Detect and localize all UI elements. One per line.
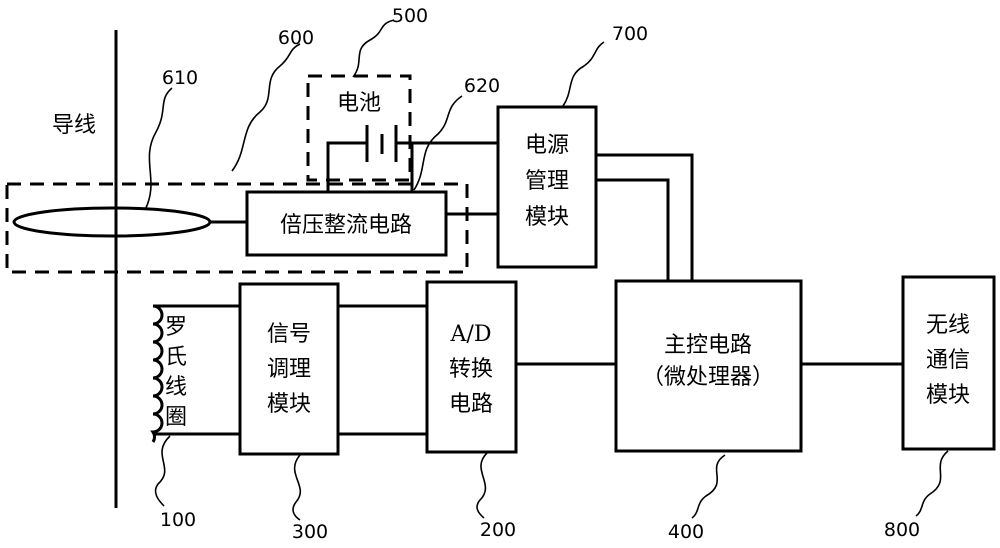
rogowski-label-1: 罗 [165,315,187,340]
signal-cond-label-2: 调理 [267,357,311,382]
leader-100 [154,435,171,507]
signal-cond-block [238,282,340,456]
power-mgmt-label-1: 电源 [525,133,569,158]
leader-620 [413,95,463,191]
rogowski-label-3: 线 [165,375,187,400]
rogowski-label-2: 氏 [165,345,187,370]
power-mgmt-label-3: 模块 [525,205,569,230]
power-mgmt-label-2: 管理 [525,169,569,194]
ref-300: 300 [292,521,328,543]
ref-610: 610 [162,67,198,89]
power-to-main-wire-1 [596,153,694,281]
ref-620: 620 [464,75,500,97]
signal-cond-label-3: 模块 [267,392,311,417]
signal-cond-label-1: 信号 [267,322,311,347]
main-ctrl-block [614,279,803,453]
ref-200: 200 [480,519,516,541]
wireless-label-2: 通信 [926,348,970,373]
main-ctrl-label-1: 主控电路 [664,333,752,358]
adc-label-3: 电路 [449,392,493,417]
ref-800: 800 [884,519,920,541]
rectifier-label: 倍压整流电路 [280,213,412,238]
leader-300 [292,454,302,521]
adc-block [425,280,518,454]
wireless-label-1: 无线 [926,313,970,338]
rectifier-block [245,190,448,257]
adc-label-1: A/D [450,322,492,347]
ct-coil [12,206,212,238]
leader-500 [352,19,395,78]
ref-100: 100 [160,509,196,531]
leader-800 [915,450,949,517]
leader-400 [691,454,726,519]
battery-dashed-box [306,74,412,182]
leader-600 [231,43,301,172]
rogowski-label-4: 圈 [165,405,187,430]
wireless-block [901,275,996,451]
main-ctrl-label-2: （微处理器） [642,365,774,390]
power-to-main-wire-2 [596,178,670,281]
wire-label: 导线 [52,113,96,138]
leader-200 [476,452,488,519]
power-mgmt-block [496,105,598,269]
leader-700 [562,41,605,107]
ref-400: 400 [668,521,704,543]
ref-700: 700 [612,23,648,45]
rogowski-coil [150,304,164,443]
leader-610 [144,87,173,211]
ref-500: 500 [392,5,428,27]
adc-label-2: 转换 [449,357,493,382]
harvester-dashed-box [5,182,469,274]
battery-label: 电池 [337,91,381,116]
wireless-label-3: 模块 [926,383,970,408]
ref-600: 600 [278,27,314,49]
battery-lead-left [326,141,367,192]
